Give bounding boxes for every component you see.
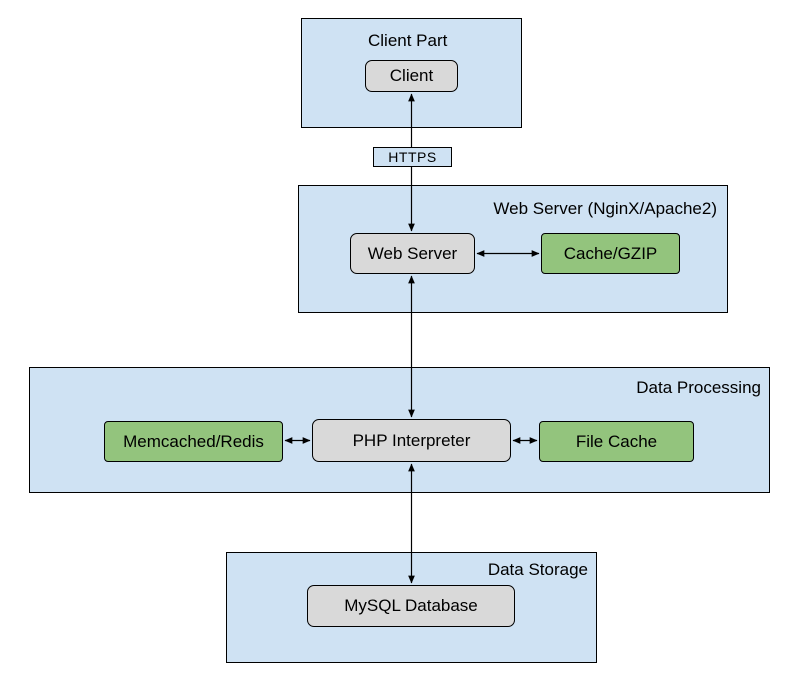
web-server-node: Web Server xyxy=(350,233,475,274)
web-server-group-title: Web Server (NginX/Apache2) xyxy=(493,199,717,218)
php-interpreter-node: PHP Interpreter xyxy=(312,419,511,462)
file-cache-node: File Cache xyxy=(539,421,694,462)
mysql-database-node: MySQL Database xyxy=(307,585,515,627)
cache-gzip-node: Cache/GZIP xyxy=(541,233,680,274)
data-processing-title: Data Processing xyxy=(636,378,761,397)
https-label: HTTPS xyxy=(373,147,452,167)
client-part-title: Client Part xyxy=(368,31,448,50)
client-node: Client xyxy=(365,60,458,92)
data-storage-title: Data Storage xyxy=(487,560,588,579)
memcached-redis-node: Memcached/Redis xyxy=(104,421,283,462)
